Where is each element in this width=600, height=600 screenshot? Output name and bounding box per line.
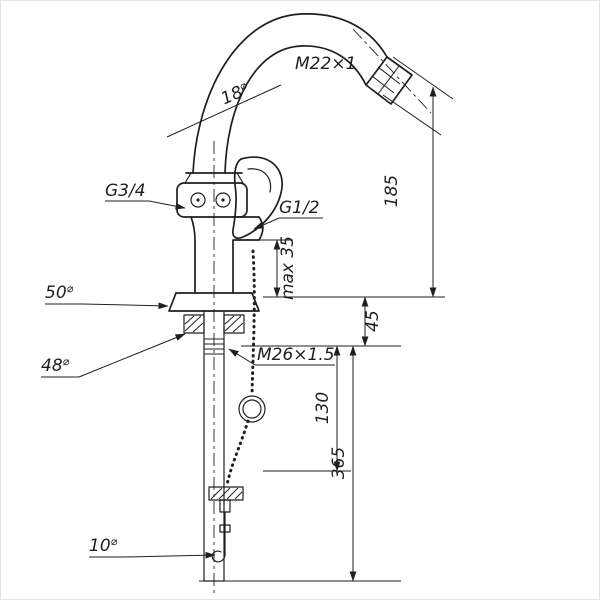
dimension-130 xyxy=(263,345,351,472)
leader-g12 xyxy=(253,217,280,230)
leader-48 xyxy=(78,333,186,378)
leader-lines xyxy=(41,84,335,559)
handle xyxy=(232,156,283,240)
dimension-185 xyxy=(382,56,454,298)
spout-base-nut xyxy=(176,182,248,218)
spout-outer-curve xyxy=(192,13,388,174)
faucet-body xyxy=(176,156,283,294)
label-aerator-thread: M22×1 xyxy=(295,54,356,74)
nut-hole-left xyxy=(190,192,206,208)
label-escutcheon-dia: 50⌀ xyxy=(45,282,74,303)
chain-upper xyxy=(250,249,256,397)
label-base-dia: 48⌀ xyxy=(41,355,70,376)
rod-bead xyxy=(219,524,231,533)
label-rod-dia: 10⌀ xyxy=(89,535,118,556)
chain-ring-outer xyxy=(238,395,266,423)
nut-hole-right xyxy=(215,192,231,208)
leader-m26 xyxy=(228,348,256,366)
dimension-45 xyxy=(241,296,401,347)
body-left-edge xyxy=(190,216,196,294)
aerator-axis-centerline xyxy=(352,28,432,114)
label-left-thread: G3/4 xyxy=(105,181,146,201)
label-overall-drop: 365 xyxy=(329,447,349,479)
chain-ring-inner xyxy=(242,399,262,419)
leader-10 xyxy=(124,551,216,559)
label-spout-height: 185 xyxy=(382,175,402,207)
leader-50 xyxy=(82,302,169,310)
rod-hook xyxy=(211,550,226,563)
aerator-body xyxy=(365,56,413,105)
label-deck-to-nut: 45 xyxy=(363,310,383,332)
label-right-thread: G1/2 xyxy=(279,198,320,218)
labels: M22×1 18⌀ 185 G3/4 G1/2 max 35 50⌀ 45 48… xyxy=(41,54,402,556)
leader-g34 xyxy=(148,200,186,210)
dimension-max-35 xyxy=(253,239,293,298)
aerator xyxy=(365,56,413,105)
chain-lower xyxy=(225,419,250,487)
spout-inner-curve xyxy=(224,45,367,174)
dimension-365 xyxy=(199,345,401,582)
escutcheon-flange xyxy=(168,292,260,312)
spout-outline xyxy=(192,13,388,174)
chain-assembly xyxy=(208,249,266,563)
label-max-deck: max 35 xyxy=(278,236,298,300)
escutcheon xyxy=(168,292,260,312)
leader-spout-dia xyxy=(166,84,282,138)
plug-neck xyxy=(219,499,231,513)
handle-inner-line xyxy=(247,168,272,193)
label-waste-thread: M26×1.5 xyxy=(257,345,335,365)
label-ring-drop: 130 xyxy=(313,392,333,424)
